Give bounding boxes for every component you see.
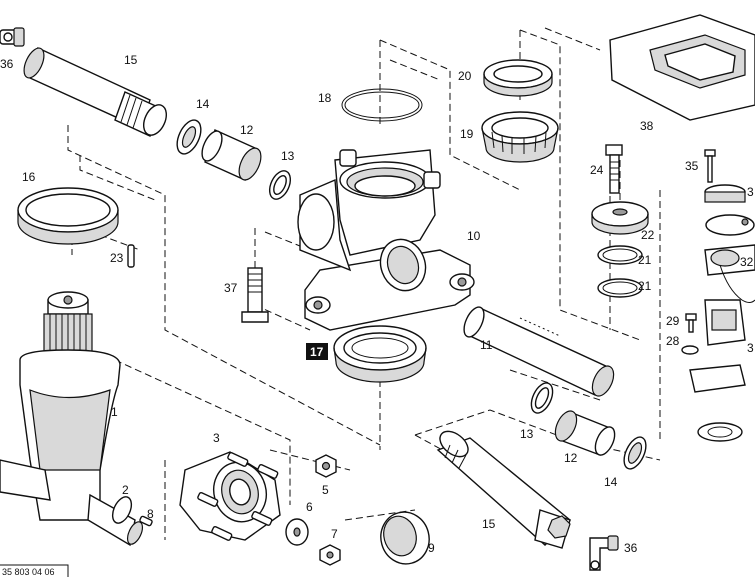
callout-14-bottom: 14 — [604, 475, 618, 489]
part-6-washer — [285, 518, 309, 546]
callout-17-text: 17 — [310, 345, 324, 359]
callout-13-top: 13 — [281, 149, 295, 163]
callout-28: 28 — [666, 334, 680, 348]
callout-3-right-lower: 3 — [747, 341, 754, 355]
part-3-wheel-hub — [179, 451, 281, 541]
part-5-hex-nut — [315, 454, 337, 478]
part-36-fitting-bottom — [589, 535, 619, 571]
callout-14-top: 14 — [196, 97, 210, 111]
callout-2: 2 — [122, 483, 129, 497]
callout-23: 23 — [110, 251, 124, 265]
callout-3: 3 — [213, 431, 220, 445]
part-9-hub-cap — [380, 511, 430, 565]
part-35-screw — [704, 149, 716, 183]
callout-12-bottom: 12 — [564, 451, 578, 465]
part-1-pivot-housing — [0, 291, 144, 547]
callout-16: 16 — [22, 170, 36, 184]
part-sensor-assembly — [689, 184, 755, 442]
part-19-taper-bearing — [481, 111, 559, 163]
callout-7: 7 — [331, 527, 338, 541]
document-number-box: 35 803 04 06 — [0, 564, 69, 577]
callout-21-upper: 21 — [638, 253, 652, 267]
callout-21-lower: 21 — [638, 279, 652, 293]
part-14-seal-ring-bottom — [623, 436, 647, 470]
part-12-piston-top — [201, 129, 262, 181]
callout-15-bottom: 15 — [482, 517, 496, 531]
callout-36-bottom: 36 — [624, 541, 638, 555]
callout-15-top: 15 — [124, 53, 138, 67]
callout-38: 38 — [640, 119, 654, 133]
callout-20: 20 — [458, 69, 472, 83]
callout-35: 35 — [685, 159, 699, 173]
callout-5: 5 — [322, 483, 329, 497]
part-7-hex-nut — [319, 544, 341, 566]
callout-10: 10 — [467, 229, 481, 243]
part-22-disc-washer — [591, 201, 649, 235]
part-14-seal-ring-top — [176, 119, 202, 155]
callout-11: 11 — [480, 338, 493, 352]
part-18-circlip — [341, 88, 423, 122]
part-29-screw — [685, 313, 697, 333]
part-15-cylinder-top — [23, 47, 168, 137]
part-37-bolt — [241, 267, 269, 323]
part-36-fitting-top — [0, 27, 25, 47]
callout-1: 1 — [111, 405, 118, 419]
callout-32: 32 — [740, 255, 754, 269]
part-17-needle-bearing — [333, 325, 427, 383]
callout-36-top: 36 — [0, 57, 14, 71]
part-13-o-ring-bottom — [530, 382, 554, 414]
part-callout-labels: 36 15 14 12 13 16 23 18 20 19 38 35 24 2… — [0, 53, 754, 555]
part-8-grease-nipple — [139, 515, 153, 527]
document-number: 35 803 04 06 — [2, 567, 55, 577]
part-10-pivot-housing-casting — [297, 149, 475, 331]
callout-37: 37 — [224, 281, 238, 295]
part-15-cylinder-bottom — [436, 430, 572, 549]
part-20-bearing-cup — [483, 59, 553, 97]
callout-8: 8 — [147, 507, 154, 521]
part-28-washer — [681, 345, 699, 355]
part-12-piston-bottom — [554, 410, 616, 456]
callout-9: 9 — [428, 541, 435, 555]
callout-17-highlighted: 17 — [306, 343, 328, 360]
part-21-shim-rings — [597, 245, 643, 298]
part-13-o-ring-top — [268, 170, 292, 200]
callout-22: 22 — [641, 228, 655, 242]
part-38-cover-pad — [609, 14, 755, 121]
callout-18: 18 — [318, 91, 332, 105]
callout-24: 24 — [590, 163, 604, 177]
part-24-bolt — [605, 144, 623, 194]
callout-29: 29 — [666, 314, 680, 328]
part-11-steering-pin — [463, 306, 615, 397]
part-23-pin — [127, 244, 135, 268]
part-16-dust-seal — [17, 187, 119, 245]
callout-13-bottom: 13 — [520, 427, 534, 441]
callout-3-right: 3 — [747, 185, 754, 199]
callout-6: 6 — [306, 500, 313, 514]
part-2-thrust-washer — [111, 496, 133, 524]
callout-12-top: 12 — [240, 123, 254, 137]
callout-19: 19 — [460, 127, 474, 141]
